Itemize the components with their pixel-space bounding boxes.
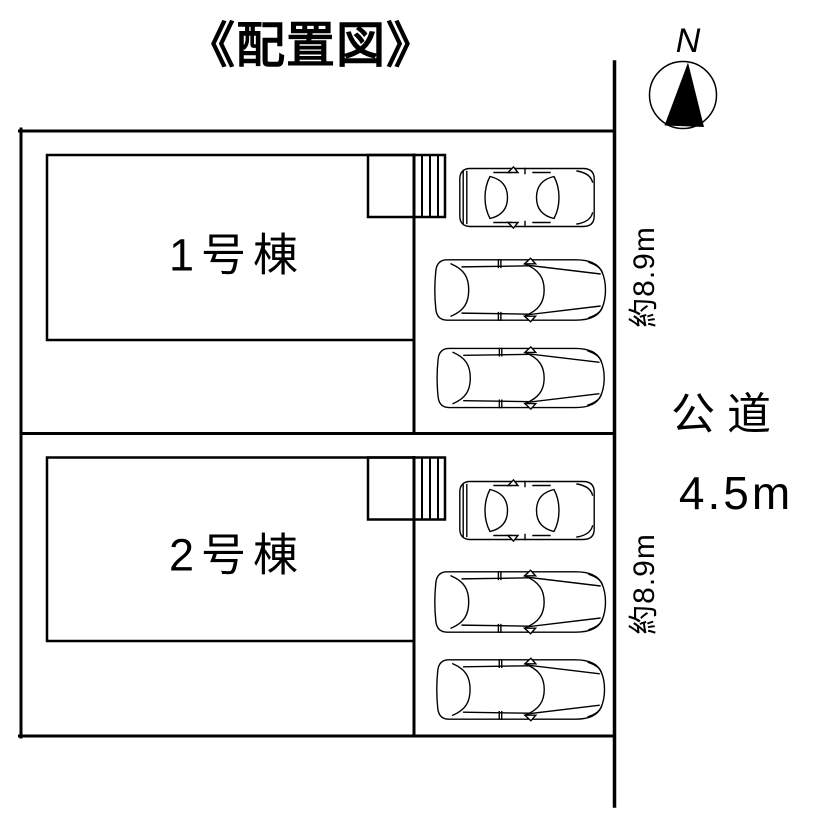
parking-unit-1 xyxy=(434,166,607,410)
compass-needle xyxy=(664,62,704,127)
building-2-label: 2号棟 xyxy=(168,529,306,581)
building-1-outline xyxy=(45,153,447,435)
parking-unit-2 xyxy=(434,479,607,722)
building-2-outline xyxy=(45,456,447,738)
north-arrow-icon xyxy=(648,60,718,130)
car-icon xyxy=(459,479,595,542)
road-width-label: 4.5m xyxy=(678,467,794,519)
unit-1-depth-dimension: 約8.9m xyxy=(628,226,661,328)
compass-circle xyxy=(648,60,718,130)
unit-2-depth-dimension: 約8.9m xyxy=(628,533,661,635)
plot-boundary xyxy=(18,127,616,739)
road-name-label: 公道 xyxy=(671,390,783,439)
page-title: 《配置図》 xyxy=(185,19,437,73)
north-label: N xyxy=(675,22,701,60)
building-1-label: 1号棟 xyxy=(168,229,306,281)
car-icon xyxy=(436,346,605,410)
building-1-porch xyxy=(366,153,416,219)
car-icon xyxy=(434,569,607,635)
car-icon xyxy=(436,657,606,722)
building-2-porch xyxy=(366,456,416,521)
car-icon xyxy=(459,166,595,229)
car-icon xyxy=(434,257,607,323)
